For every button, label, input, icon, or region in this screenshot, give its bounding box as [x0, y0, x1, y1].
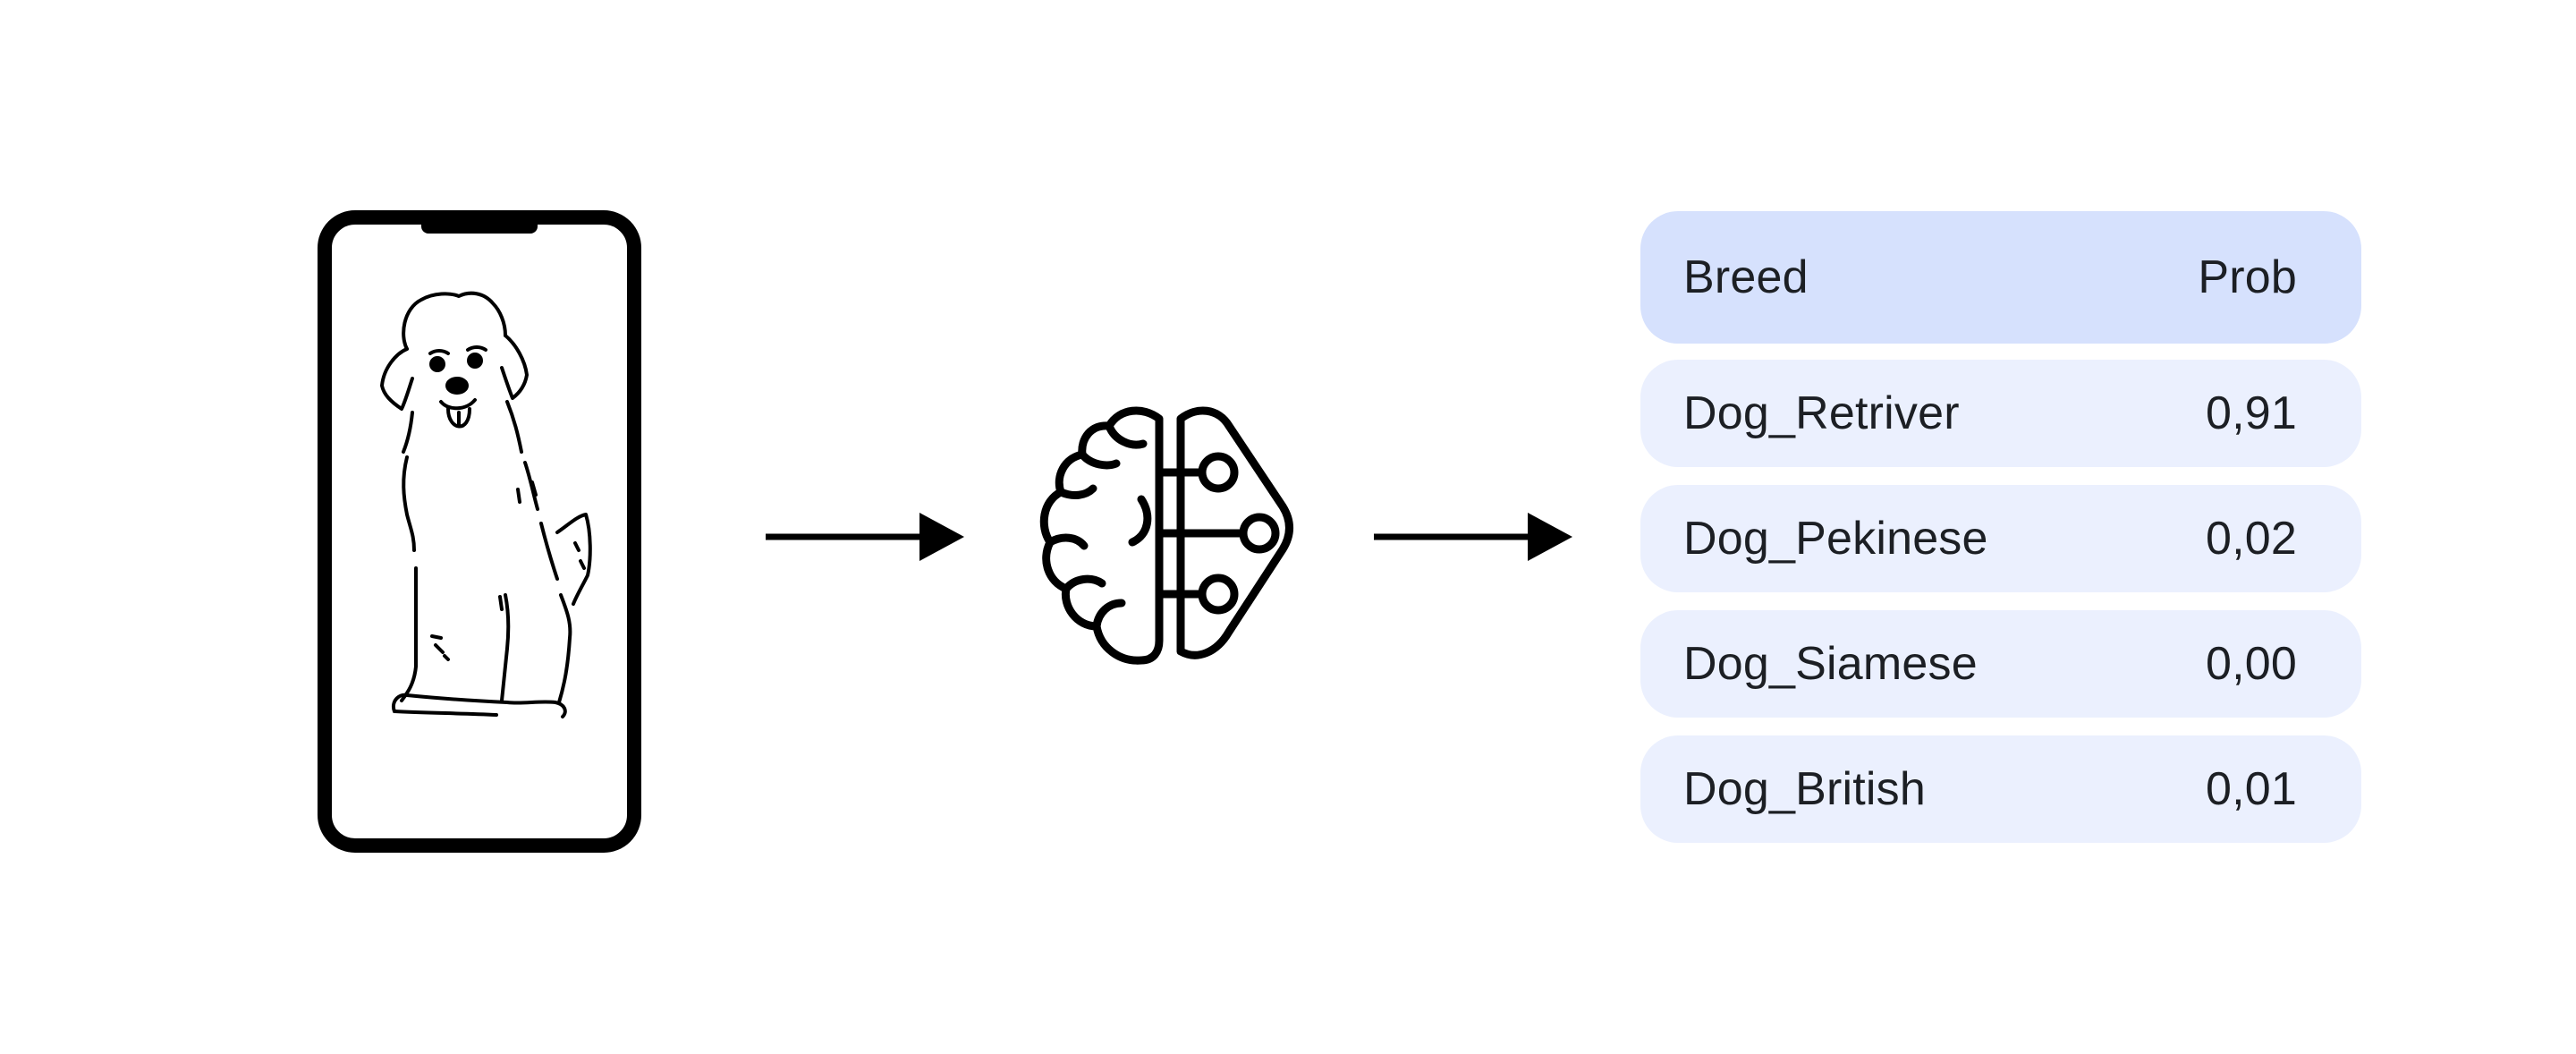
- phone-with-dog-photo-icon: [318, 210, 641, 853]
- brain-circuit-icon: [1039, 406, 1293, 665]
- prob-cell: 0,91: [2205, 387, 2297, 439]
- arrow-right-icon: [1374, 513, 1572, 561]
- dog-icon: [380, 291, 592, 718]
- header-breed: Breed: [1683, 251, 1809, 303]
- results-table: Breed Prob Dog_Retriver 0,91 Dog_Pekines…: [1640, 211, 2361, 861]
- prob-cell: 0,01: [2205, 763, 2297, 815]
- header-prob: Prob: [2198, 251, 2297, 303]
- breed-cell: Dog_Pekinese: [1683, 513, 1988, 565]
- breed-cell: Dog_Siamese: [1683, 638, 1978, 690]
- table-row: Dog_British 0,01: [1640, 735, 2361, 843]
- arrow-right-icon: [766, 513, 964, 561]
- breed-cell: Dog_Retriver: [1683, 387, 1960, 439]
- breed-cell: Dog_British: [1683, 763, 1926, 815]
- table-row: Dog_Pekinese 0,02: [1640, 485, 2361, 592]
- table-header: Breed Prob: [1640, 211, 2361, 344]
- prob-cell: 0,00: [2205, 638, 2297, 690]
- prob-cell: 0,02: [2205, 513, 2297, 565]
- table-row: Dog_Retriver 0,91: [1640, 360, 2361, 467]
- table-row: Dog_Siamese 0,00: [1640, 610, 2361, 718]
